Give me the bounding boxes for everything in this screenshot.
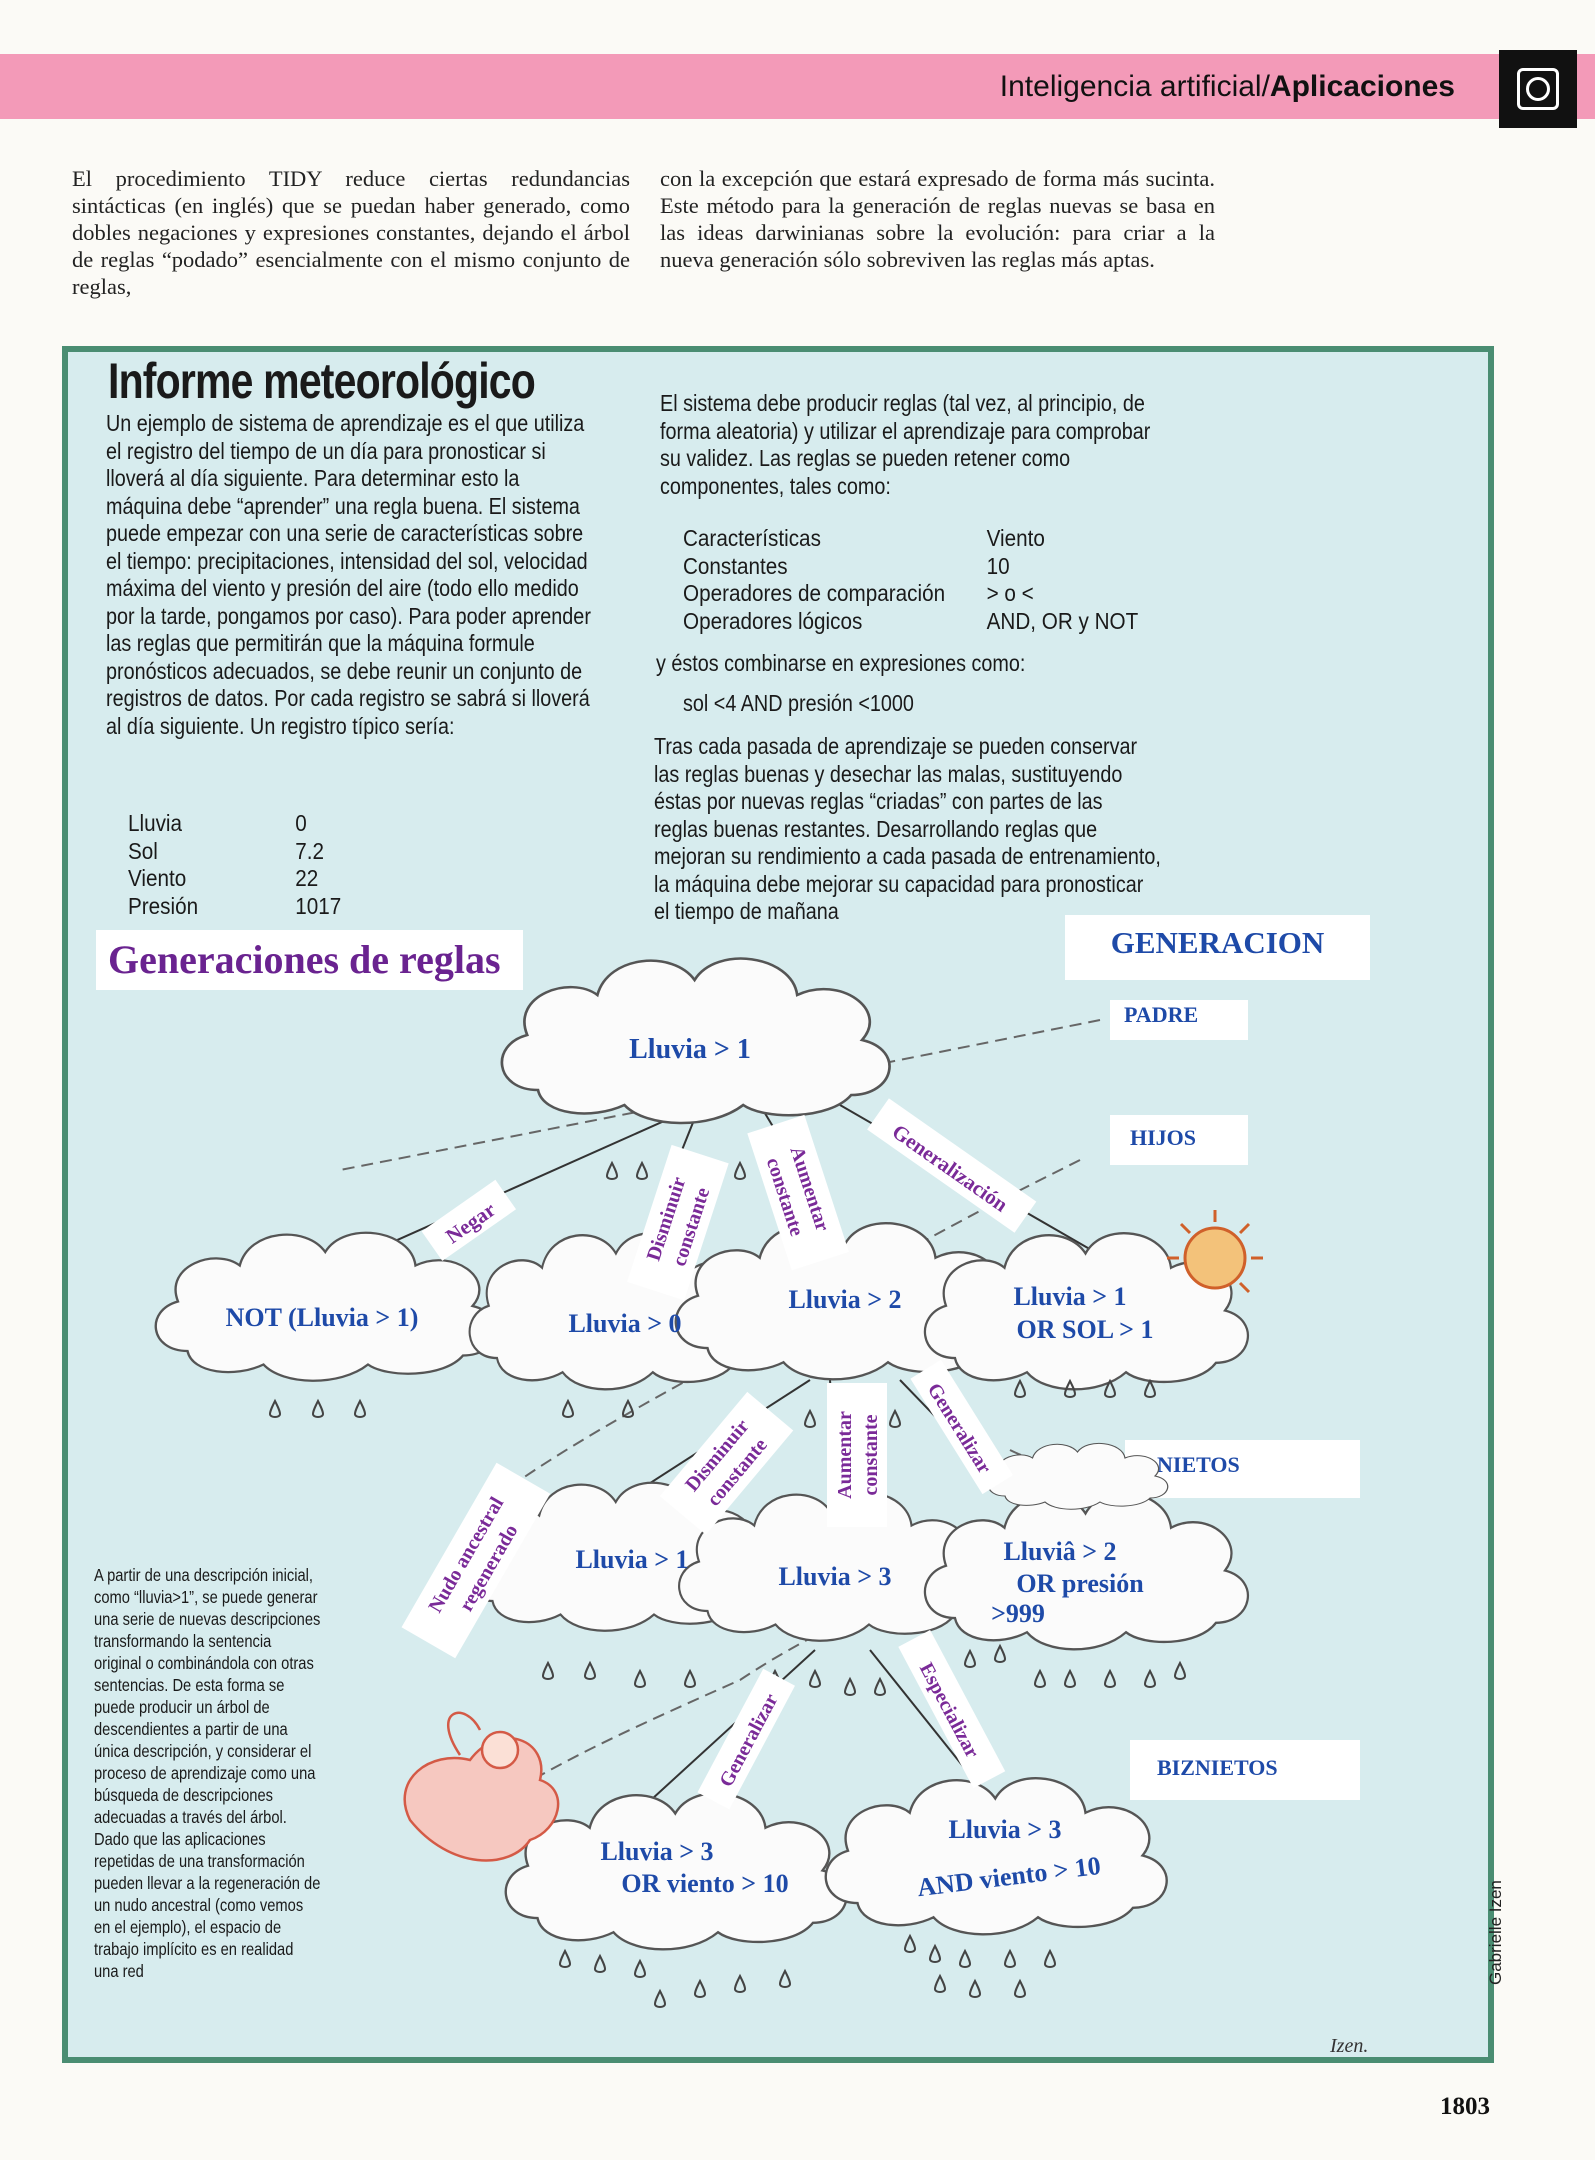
page-number: 1803 — [1440, 2093, 1490, 2120]
node-gt0: Lluvia > 0 — [568, 1309, 681, 1338]
node-or-pres-2: OR presión — [1016, 1569, 1144, 1598]
node-gt2: Lluvia > 2 — [788, 1285, 901, 1314]
generation-biznietos: BIZNIETOS — [1130, 1740, 1360, 1800]
edge-aumentar-2: Aumentar constante — [827, 1383, 887, 1527]
svg-text:Generalización: Generalización — [888, 1119, 1013, 1216]
generation-hijos: HIJOS — [1110, 1115, 1248, 1165]
node-root: Lluvia > 1 — [629, 1034, 751, 1065]
component-key: Operadores de comparación — [683, 580, 946, 606]
node-gt3: Lluvia > 3 — [778, 1562, 891, 1591]
record-value: 0 — [295, 810, 307, 836]
generation-padre: PADRE — [1110, 1000, 1248, 1040]
record-key: Presión — [128, 892, 199, 919]
component-key: Características — [683, 525, 821, 551]
record-key: Lluvia — [128, 810, 183, 836]
record-value: 7.2 — [295, 837, 324, 864]
intro-column-2: con la excepción que estará expresado de… — [660, 166, 1215, 272]
node-or-viento-2: OR viento > 10 — [621, 1869, 788, 1898]
component-row: Operadores lógicos AND, OR y NOT — [683, 608, 1138, 636]
section-logo-icon — [1499, 50, 1577, 128]
subsection-name: Aplicaciones — [1269, 70, 1455, 103]
node-gt1b: Lluvia > 1 — [575, 1545, 688, 1574]
edge-negar: Negar — [421, 1179, 517, 1261]
artist-signature: Izen. — [1330, 2035, 1369, 2057]
component-value: AND, OR y NOT — [986, 607, 1139, 634]
component-key: Operadores lógicos — [683, 607, 863, 634]
cherub-illustration-icon — [403, 1711, 560, 1862]
generation-guides — [339, 1019, 1121, 1801]
component-row: Operadores de comparación > o < — [683, 580, 1138, 608]
box-title: Informe meteorológico — [108, 353, 536, 409]
record-value: 1017 — [295, 892, 342, 919]
component-value: Viento — [986, 525, 1045, 551]
diagram-title: Generaciones de reglas — [96, 930, 523, 990]
record-row: Presión 1017 — [128, 893, 341, 921]
record-row: Viento 22 — [128, 865, 341, 893]
record-value: 22 — [295, 865, 319, 891]
edge-aumentar-1: Aumentar constante — [747, 1114, 849, 1271]
component-key: Constantes — [683, 552, 788, 579]
node-and-viento-1: Lluvia > 3 — [948, 1815, 1061, 1844]
component-row: Constantes 10 — [683, 553, 1138, 581]
node-or-pres-1: Lluviâ > 2 — [1003, 1537, 1116, 1566]
generation-header: GENERACION — [1065, 915, 1370, 980]
edge-labels: Negar Disminuir constante Aumentar const… — [401, 1098, 1037, 1810]
record-key: Viento — [128, 865, 187, 891]
box-right-text-2: y éstos combinarse en expresiones como: — [656, 650, 1026, 676]
component-row: Características Viento — [683, 525, 1138, 553]
svg-text:constante: constante — [860, 1414, 882, 1495]
box-left-text: Un ejemplo de sistema de aprendizaje es … — [106, 410, 591, 739]
record-row: Sol 7.2 — [128, 838, 341, 866]
edge-especializar: Especializar — [898, 1629, 1006, 1789]
svg-text:Aumentar: Aumentar — [834, 1411, 856, 1499]
section-header: Inteligencia artificial/Aplicaciones — [0, 50, 1595, 128]
box-right-text-1: El sistema debe producir reglas (tal vez… — [660, 390, 1151, 499]
record-row: Lluvia 0 — [128, 810, 341, 838]
intro-column-1: El procedimiento TIDY reduce ciertas red… — [72, 166, 630, 299]
node-or-sol-2: OR SOL > 1 — [1017, 1315, 1154, 1344]
node-or-viento-1: Lluvia > 3 — [600, 1837, 713, 1866]
illustration-credit: Gabrielle Izen — [1486, 1880, 1505, 1985]
node-or-sol-1: Lluvia > 1 — [1013, 1282, 1126, 1311]
record-table: Lluvia 0 Sol 7.2 Viento 22 Presión 1017 — [128, 810, 341, 920]
expression-example: sol <4 AND presión <1000 — [683, 690, 914, 716]
node-or-pres-3: >999 — [991, 1599, 1045, 1628]
edge-generalizacion: Generalización — [867, 1098, 1037, 1233]
cloud-and-viento — [824, 1776, 1168, 1936]
section-name: Inteligencia artificial/ — [999, 70, 1270, 103]
diagram-caption: A partir de una descripción inicial, com… — [94, 1565, 321, 1981]
sun-icon — [1167, 1210, 1263, 1294]
component-value: > o < — [986, 580, 1034, 606]
node-not: NOT (Lluvia > 1) — [226, 1303, 419, 1332]
record-key: Sol — [128, 837, 158, 864]
section-title: Inteligencia artificial/Aplicaciones — [1000, 70, 1455, 104]
edge-generalizar-2: Generalizar — [697, 1668, 795, 1810]
component-value: 10 — [986, 552, 1010, 579]
components-table: Características Viento Constantes 10 Opera… — [683, 525, 1138, 635]
box-right-text-3: Tras cada pasada de aprendizaje se puede… — [654, 733, 1161, 924]
